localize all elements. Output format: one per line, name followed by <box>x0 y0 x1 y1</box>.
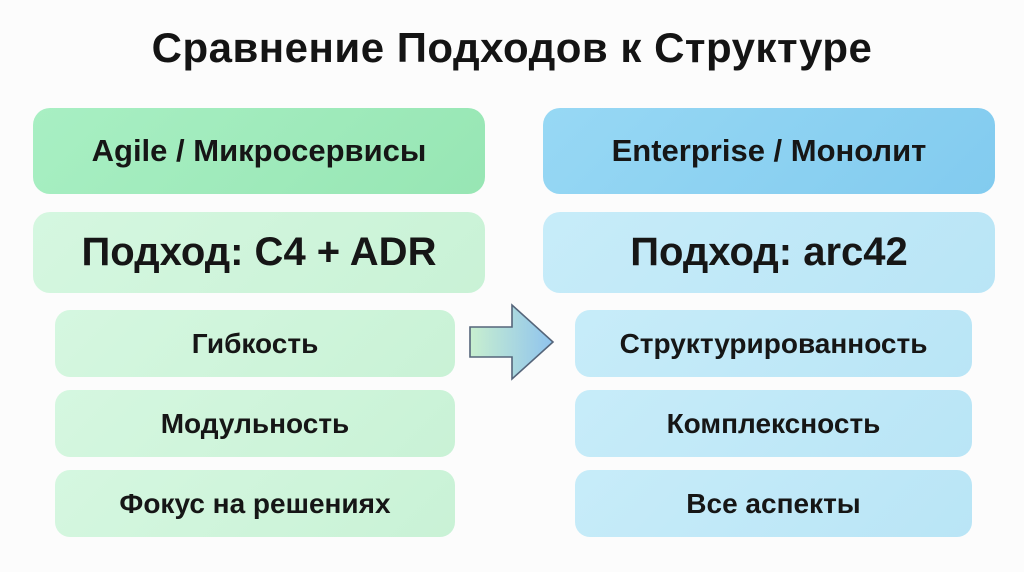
right-column-subheader: Подход: arc42 <box>543 212 995 293</box>
right-item-complexity: Комплексность <box>575 390 972 457</box>
left-column-subheader: Подход: C4 + ADR <box>33 212 485 293</box>
left-column-header: Agile / Микросервисы <box>33 108 485 194</box>
left-item-modularity: Модульность <box>55 390 455 457</box>
right-item-structuredness: Структурированность <box>575 310 972 377</box>
page-title: Сравнение Подходов к Структуре <box>151 24 873 71</box>
left-item-decision-focus: Фокус на решениях <box>55 470 455 537</box>
right-column-header: Enterprise / Монолит <box>543 108 995 194</box>
right-block-arrow-icon <box>466 302 556 382</box>
right-item-all-aspects: Все аспекты <box>575 470 972 537</box>
left-item-flexibility: Гибкость <box>55 310 455 377</box>
